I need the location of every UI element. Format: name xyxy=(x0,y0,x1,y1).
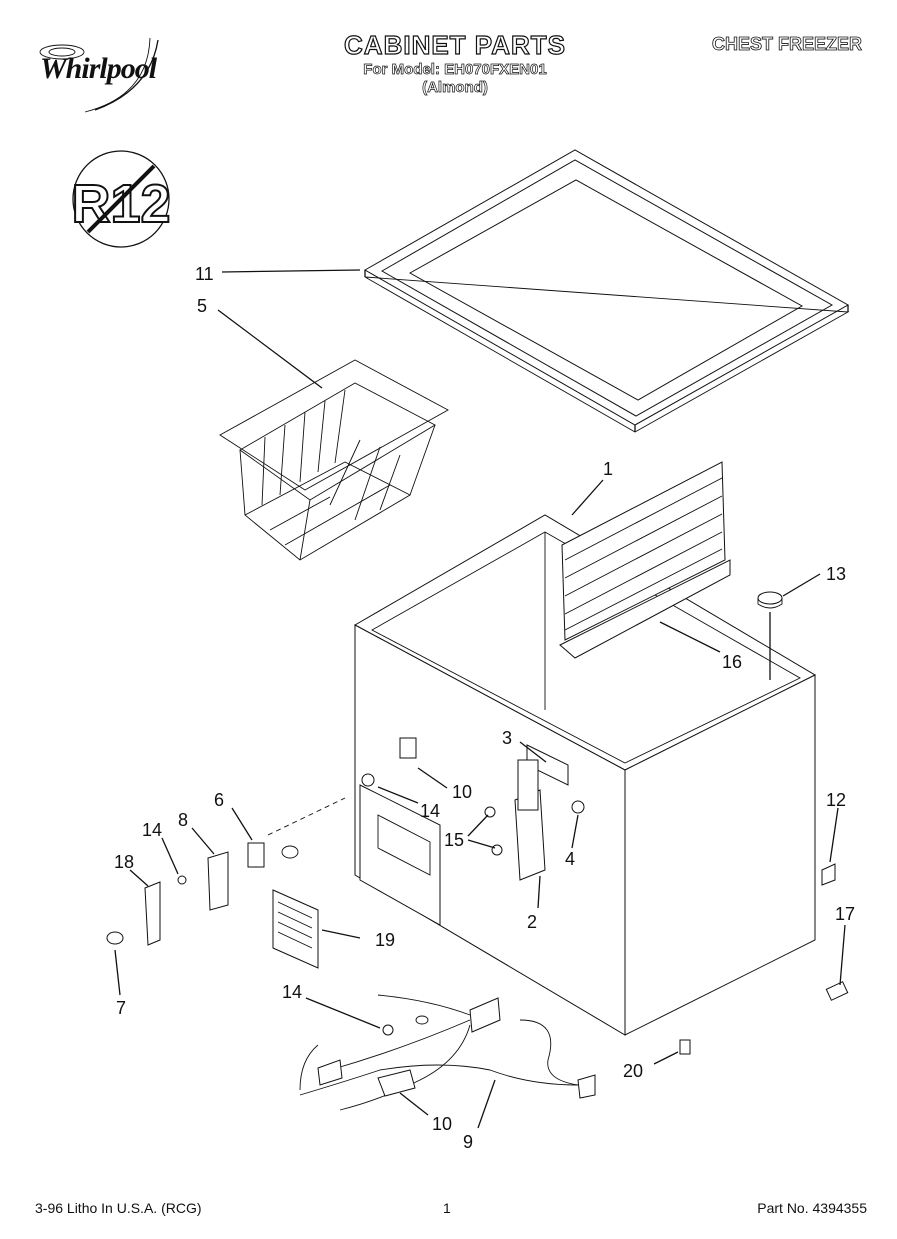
callout-label: 19 xyxy=(375,930,395,950)
divider-part xyxy=(559,461,731,659)
side-small-parts xyxy=(106,797,346,969)
callout-label: 10 xyxy=(432,1114,452,1134)
callout-label: 17 xyxy=(835,904,855,924)
callout-label: 9 xyxy=(463,1132,473,1152)
callout-label: 14 xyxy=(142,820,162,840)
callout-label: 2 xyxy=(527,912,537,932)
callout-label: 8 xyxy=(178,810,188,830)
callout-numbers: 11 5 1 13 16 3 10 14 15 4 2 6 8 14 18 12… xyxy=(114,264,855,1152)
wiring-harness-part xyxy=(299,994,596,1111)
callout-label: 12 xyxy=(826,790,846,810)
litho-note: 3-96 Litho In U.S.A. (RCG) xyxy=(35,1200,202,1216)
callout-label: 13 xyxy=(826,564,846,584)
right-small-parts xyxy=(679,863,849,1055)
callout-label: 16 xyxy=(722,652,742,672)
r12-badge-icon: R12 xyxy=(70,150,172,248)
r12-badge-label: R12 xyxy=(71,174,170,234)
page-number: 1 xyxy=(443,1200,451,1216)
callout-label: 14 xyxy=(282,982,302,1002)
callout-label: 10 xyxy=(452,782,472,802)
callout-label: 11 xyxy=(195,264,214,284)
callout-label: 20 xyxy=(623,1061,643,1081)
part-number: Part No. 4394355 xyxy=(757,1200,867,1216)
callout-label: 6 xyxy=(214,790,224,810)
callout-label: 5 xyxy=(197,296,207,316)
callout-label: 4 xyxy=(565,849,575,869)
lid-gasket-part xyxy=(363,149,850,433)
plug-button-part xyxy=(757,591,783,609)
leader-lines xyxy=(114,269,846,1129)
callout-label: 14 xyxy=(420,801,440,821)
callout-label: 15 xyxy=(444,830,464,850)
whirlpool-swoosh-icon xyxy=(39,37,159,113)
category-label: CHEST FREEZER xyxy=(711,34,863,55)
callout-label: 18 xyxy=(114,852,134,872)
model-line: For Model: EH070FXEN01 xyxy=(363,61,547,79)
callout-label: 7 xyxy=(116,998,126,1018)
color-line: (Almond) xyxy=(422,79,489,97)
callout-label: 3 xyxy=(502,728,512,748)
callout-label: 1 xyxy=(603,459,613,479)
page-title: CABINET PARTS xyxy=(343,29,566,60)
thermostat-part xyxy=(361,737,503,856)
wire-basket-part xyxy=(219,359,449,561)
